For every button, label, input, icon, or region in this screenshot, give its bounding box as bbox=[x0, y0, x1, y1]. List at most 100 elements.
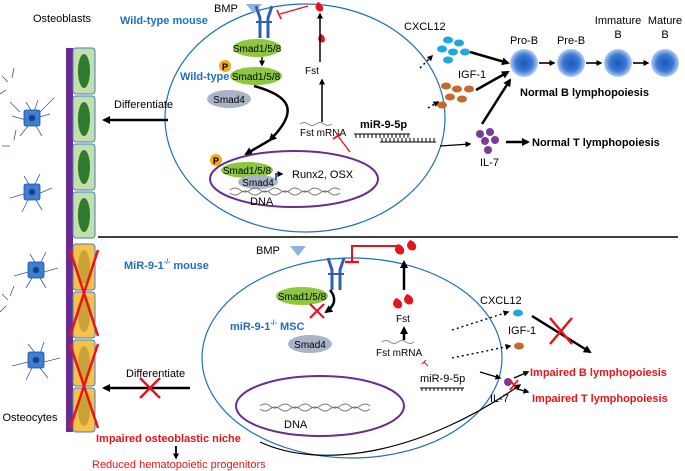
impaired-niche-label: Impaired osteoblastic niche bbox=[96, 433, 241, 445]
fst-inhibition-line bbox=[279, 5, 309, 15]
igf1-secretion-arrow bbox=[427, 101, 440, 109]
pre-b-label: Pre-B bbox=[557, 35, 585, 47]
wildtype-smad4-label: Smad4 bbox=[213, 95, 245, 106]
normal-t-label: Normal T lymphopoiesis bbox=[532, 137, 660, 149]
igf1-cluster-icon bbox=[437, 82, 474, 109]
knockout-msc-cell bbox=[201, 257, 503, 459]
knockout-smad158-label: Smad1/5/8 bbox=[278, 292, 327, 303]
reduced-progenitors-label: Reduced hematopoietic progenitors bbox=[92, 459, 266, 471]
knockout-mir-label: miR-9-5p bbox=[420, 373, 465, 385]
bmp-ligand-icon bbox=[246, 4, 262, 14]
wildtype-panel: Wild-type mouse Wild-type MSC BMP Fst Fs… bbox=[102, 2, 682, 233]
wildtype-il7-label: IL-7 bbox=[480, 157, 499, 169]
knockout-panel: MiR-9-1-/- mouse miR-9-1-/- MSC BMP Fst … bbox=[92, 240, 668, 471]
pro-b-cell bbox=[510, 49, 538, 77]
cxcl12-cluster-icon bbox=[437, 36, 470, 64]
normal-b-label: Normal B lymphopoiesis bbox=[520, 87, 649, 99]
nucleus-smad158-protein bbox=[221, 162, 273, 178]
impaired-b-label: Impaired B lymphopoiesis bbox=[530, 367, 667, 379]
il7-secretion-arrow bbox=[439, 141, 472, 148]
knockout-cxcl12-label: CXCL12 bbox=[480, 295, 522, 307]
knockout-differentiate-label: Differentiate bbox=[126, 368, 185, 380]
wildtype-dna-label: DNA bbox=[250, 196, 274, 208]
knockout-smad4-label: Smad4 bbox=[294, 340, 326, 351]
mature-b-label-1: Mature bbox=[648, 15, 682, 27]
wildtype-smad158-p-label: Smad1/5/8 bbox=[232, 72, 281, 83]
knockout-bmp-label: BMP bbox=[256, 245, 280, 257]
wildtype-mouse-title: Wild-type mouse bbox=[120, 15, 208, 27]
knockout-smad158-protein bbox=[276, 287, 328, 305]
immature-b-label-2: B bbox=[614, 29, 621, 41]
dna-strand bbox=[229, 187, 341, 193]
wildtype-cxcl12-label: CXCL12 bbox=[404, 21, 446, 33]
nucleus-smad4-label: Smad4 bbox=[242, 178, 274, 189]
smad-translocation-arrow bbox=[253, 84, 289, 142]
knockout-igf1-label: IGF-1 bbox=[508, 325, 536, 337]
wildtype-bmp-label: BMP bbox=[214, 3, 238, 15]
wildtype-smad4-protein bbox=[207, 90, 251, 108]
knockout-bmp-ligand-icon bbox=[290, 246, 306, 256]
knockout-osteoblast-cells bbox=[68, 243, 100, 433]
b-cell-lineage: Pro-B Pre-B Immature B Mature B bbox=[510, 15, 682, 77]
cxcl12-to-prob-arrow bbox=[469, 50, 510, 66]
immature-b-cell bbox=[604, 49, 632, 77]
runx2-label: Runx2, OSX bbox=[292, 169, 354, 181]
knockout-mir-duplex-icon bbox=[420, 387, 464, 391]
il7-cluster-icon bbox=[476, 128, 499, 154]
immature-b-label-1: Immature bbox=[595, 15, 641, 27]
knockout-fst-mrna-wave bbox=[381, 340, 415, 344]
knockout-igf1-icon bbox=[514, 342, 524, 350]
nucleus-smad4-protein bbox=[238, 175, 278, 189]
bone-strip: Osteoblasts Osteocytes bbox=[0, 13, 100, 433]
wildtype-differentiate-label: Differentiate bbox=[114, 99, 173, 111]
knockout-cytokine-to-b-arrow bbox=[531, 314, 592, 354]
mature-b-label-2: B bbox=[661, 29, 668, 41]
phosphate-icon bbox=[219, 60, 231, 72]
osteocyte-cells bbox=[0, 67, 61, 381]
knockout-fst-label: Fst bbox=[396, 314, 410, 325]
knockout-bmp-receptor-icon bbox=[326, 257, 346, 290]
mir-inhibition-line bbox=[337, 135, 351, 153]
wildtype-nucleus bbox=[209, 150, 379, 208]
pro-b-label: Pro-B bbox=[510, 35, 538, 47]
knockout-fst-mrna-label: Fst mRNA bbox=[376, 348, 422, 359]
knockout-dna-label: DNA bbox=[284, 419, 308, 431]
osteoblast-cells bbox=[72, 47, 96, 239]
knockout-nucleus bbox=[235, 375, 405, 437]
fst-mrna-wave bbox=[299, 122, 333, 126]
bmp-receptor-icon bbox=[254, 5, 274, 38]
wildtype-smad158-label: Smad1/5/8 bbox=[233, 44, 282, 55]
igf1-to-prob-arrow bbox=[475, 70, 510, 92]
wildtype-igf1-label: IGF-1 bbox=[458, 69, 486, 81]
osteocytes-label: Osteocytes bbox=[2, 412, 58, 424]
il7-to-prob-arrow bbox=[480, 78, 512, 125]
transcription-start-icon bbox=[275, 171, 284, 180]
wildtype-msc-cell bbox=[164, 3, 446, 233]
osteocyte-bodies bbox=[23, 109, 45, 369]
wildtype-smad158-p-protein bbox=[230, 67, 282, 85]
bone-surface-line bbox=[66, 48, 73, 432]
wildtype-mir-label: miR-9-5p bbox=[360, 119, 407, 131]
knockout-cxcl12-icon bbox=[513, 309, 523, 317]
knockout-il7-secretion-arrow bbox=[479, 371, 502, 380]
mir-duplex-icon bbox=[354, 133, 410, 138]
mature-b-cell bbox=[651, 49, 679, 77]
knockout-mir-weak-inhibition bbox=[423, 361, 429, 367]
knockout-mouse-title: MiR-9-1-/- mouse bbox=[124, 259, 209, 272]
wildtype-p-label: P bbox=[222, 62, 228, 72]
impaired-t-label: Impaired T lymphopoiesis bbox=[532, 393, 668, 405]
nucleus-p-label: P bbox=[213, 156, 219, 166]
osteoblasts-label: Osteoblasts bbox=[33, 13, 92, 25]
niche-impact-curve bbox=[259, 384, 522, 456]
knockout-smad4-protein bbox=[288, 335, 332, 353]
knockout-msc-title: miR-9-1-/- MSC bbox=[230, 320, 305, 333]
nucleus-phosphate-icon bbox=[210, 154, 222, 166]
knockout-il7-to-b-arrow bbox=[513, 371, 530, 379]
wildtype-fst-mrna-label: Fst mRNA bbox=[300, 128, 346, 139]
wildtype-smad158-protein bbox=[233, 39, 281, 57]
knockout-phosphorylation-arrow bbox=[324, 289, 336, 314]
wildtype-fst-label: Fst bbox=[305, 66, 319, 77]
knockout-fst-protein-icon bbox=[393, 240, 417, 309]
nucleus-smad158-label: Smad1/5/8 bbox=[223, 166, 272, 177]
